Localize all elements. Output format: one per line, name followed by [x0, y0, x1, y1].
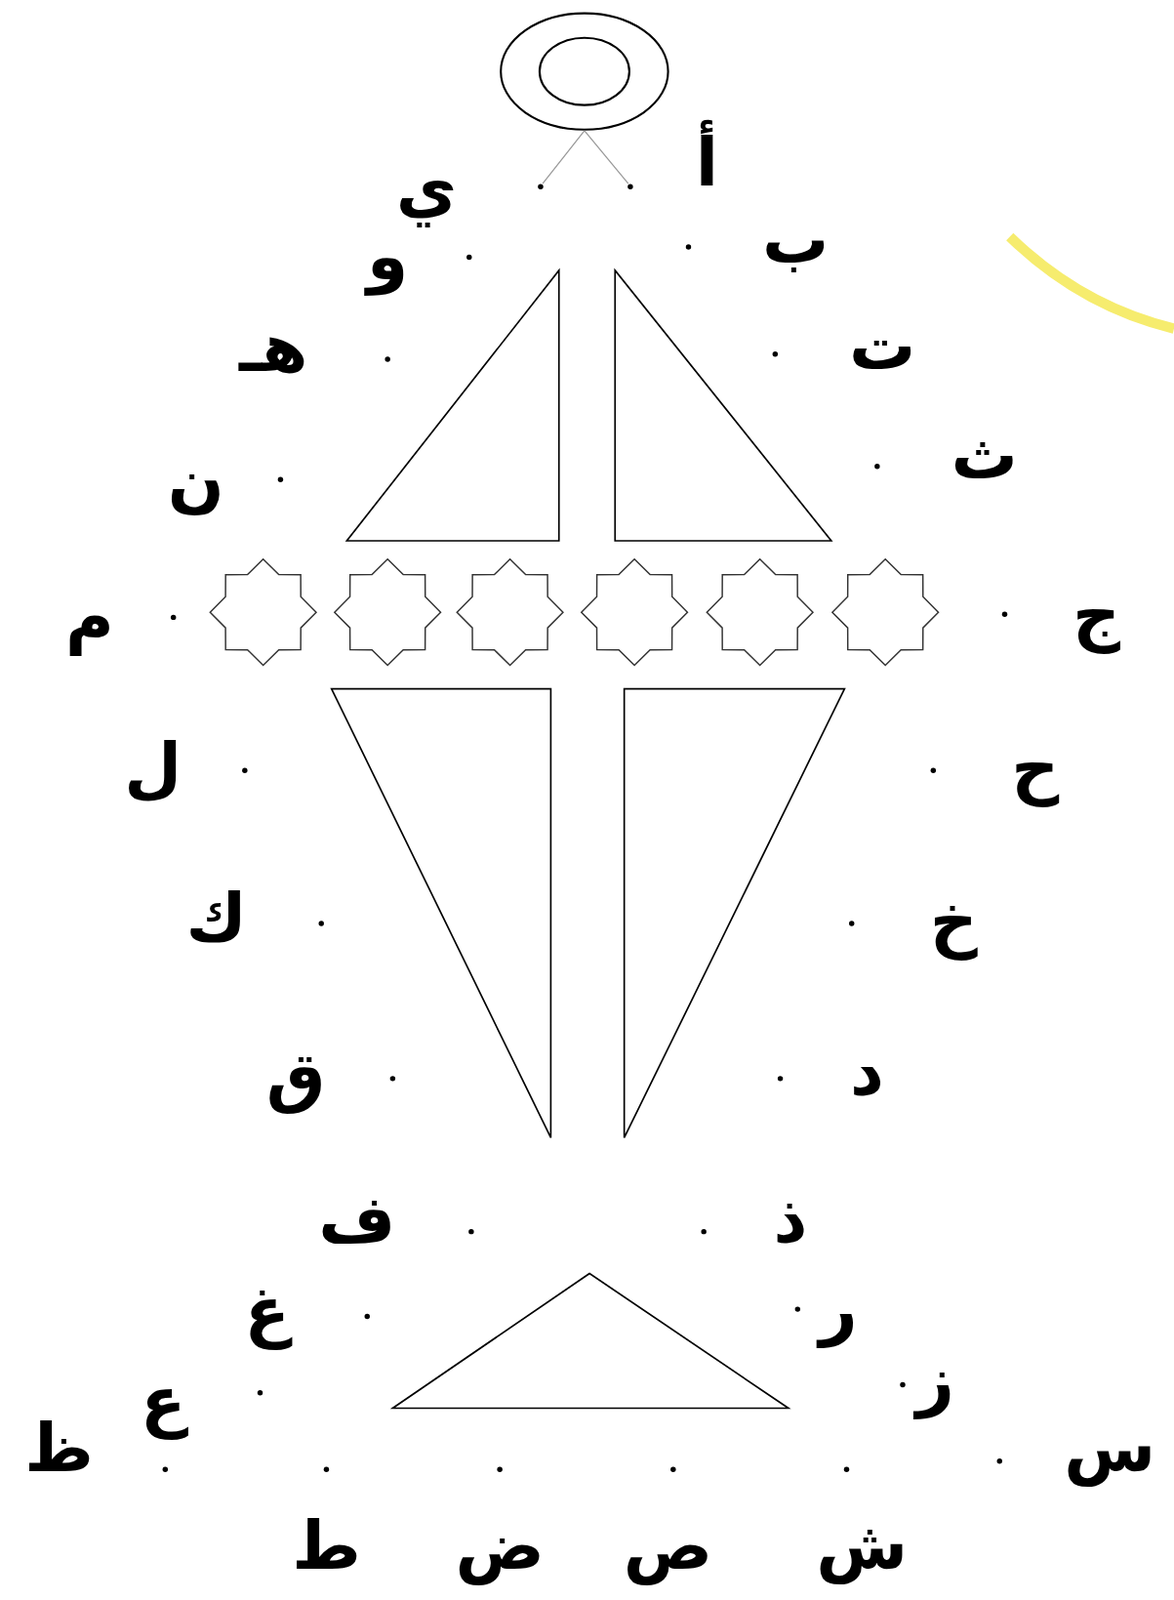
upper-right-triangle — [614, 270, 832, 541]
letter-label: ت — [849, 313, 916, 380]
sun-arc — [1010, 237, 1174, 329]
letter-label: ج — [1072, 581, 1121, 648]
lower-left-triangle — [331, 688, 552, 1138]
letter-label: م — [65, 583, 115, 650]
letter-label: س — [1063, 1415, 1156, 1482]
letter-label: ع — [140, 1367, 186, 1434]
letter-label: ن — [167, 448, 225, 516]
letter-label: ر — [819, 1275, 858, 1342]
letter-label: ز — [916, 1346, 955, 1414]
hanging-lines — [542, 130, 629, 184]
letter-label: هـ — [239, 315, 308, 382]
upper-left-triangle — [346, 270, 559, 541]
letter-label: ي — [396, 155, 457, 222]
letter-label: ث — [950, 422, 1017, 489]
letter-label: و — [366, 223, 408, 290]
letter-label: ف — [318, 1185, 396, 1253]
letter-label: أ — [695, 129, 719, 197]
letter-label: ب — [762, 206, 829, 274]
letter-label: خ — [930, 888, 978, 955]
lower-right-triangle — [624, 688, 846, 1138]
outer-ring — [500, 13, 668, 130]
letter-dots — [162, 184, 1009, 1472]
base-triangle — [392, 1273, 789, 1409]
letter-label: ش — [815, 1512, 908, 1579]
letter-label: غ — [244, 1277, 290, 1344]
letter-label: ض — [454, 1512, 544, 1579]
letter-label: ك — [185, 885, 246, 952]
letter-label: ق — [266, 1043, 326, 1110]
letter-label: د — [850, 1038, 885, 1105]
letter-label: ط — [291, 1512, 362, 1579]
letter-label: ظ — [24, 1415, 94, 1482]
letter-label: ص — [623, 1512, 713, 1579]
letter-label: ل — [123, 734, 182, 802]
letter-label: ذ — [773, 1185, 809, 1253]
letter-label: ح — [1011, 734, 1059, 802]
inner-ring — [539, 38, 630, 106]
star-row — [209, 559, 938, 666]
